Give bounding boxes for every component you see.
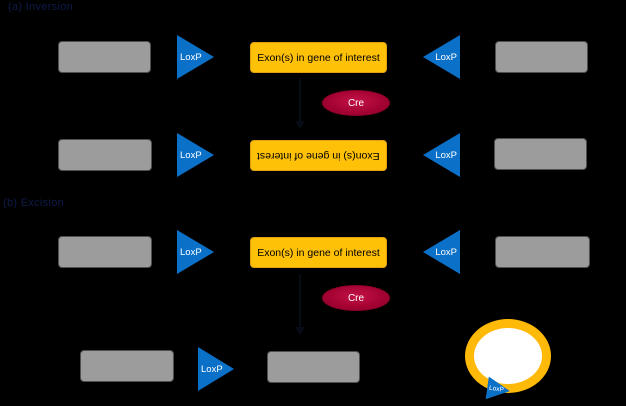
section-a-label: (a) Inversion	[8, 1, 74, 13]
loxp-site-arrow-right: LoxP	[177, 230, 214, 274]
reaction-down-arrow	[295, 78, 305, 129]
loxp-label: LoxP	[435, 149, 457, 161]
loxp-site-arrow-right: LoxP	[177, 133, 214, 177]
loxp-site-arrow-right: LoxP	[198, 347, 234, 391]
cre-recombinase-ellipse: Cre	[322, 90, 390, 116]
exon-box: Exon(s) in gene of interest	[250, 237, 387, 268]
flanking-dna-box	[495, 41, 588, 73]
loxp-label: LoxP	[435, 246, 457, 258]
exon-label: Exon(s) in gene of interest	[257, 246, 380, 259]
section-b-label: (b) Excision	[3, 197, 65, 209]
flanking-dna-box	[494, 138, 587, 170]
flanking-dna-box	[80, 350, 174, 382]
loxp-site-arrow-left: LoxP	[423, 230, 460, 274]
loxp-label: LoxP	[201, 363, 223, 375]
loxp-label: LoxP	[435, 51, 457, 63]
cre-label: Cre	[347, 292, 365, 304]
loxp-label: LoxP	[180, 149, 202, 161]
loxp-site-arrow-left: LoxP	[423, 133, 460, 177]
cre-recombinase-ellipse: Cre	[322, 285, 390, 311]
loxp-site-arrow-left: LoxP	[423, 35, 460, 79]
exon-box: Exon(s) in gene of interest	[250, 42, 387, 73]
loxp-label: LoxP	[488, 384, 505, 394]
flanking-dna-box	[58, 236, 152, 268]
flanking-dna-box	[58, 139, 152, 171]
flanking-dna-box	[267, 351, 360, 383]
exon-box-inverted: Exon(s) in gene of interest	[250, 140, 387, 171]
exon-label: Exon(s) in gene of interest	[257, 51, 380, 64]
reaction-down-arrow	[295, 274, 305, 335]
loxp-label: LoxP	[180, 246, 202, 258]
excised-circle	[465, 319, 551, 393]
flanking-dna-box	[495, 236, 590, 268]
loxp-label: LoxP	[180, 51, 202, 63]
exon-label-inverted: Exon(s) in gene of interest	[257, 149, 380, 162]
loxp-site-arrow-right: LoxP	[177, 35, 214, 79]
flanking-dna-box	[58, 41, 151, 73]
cre-label: Cre	[347, 97, 365, 109]
